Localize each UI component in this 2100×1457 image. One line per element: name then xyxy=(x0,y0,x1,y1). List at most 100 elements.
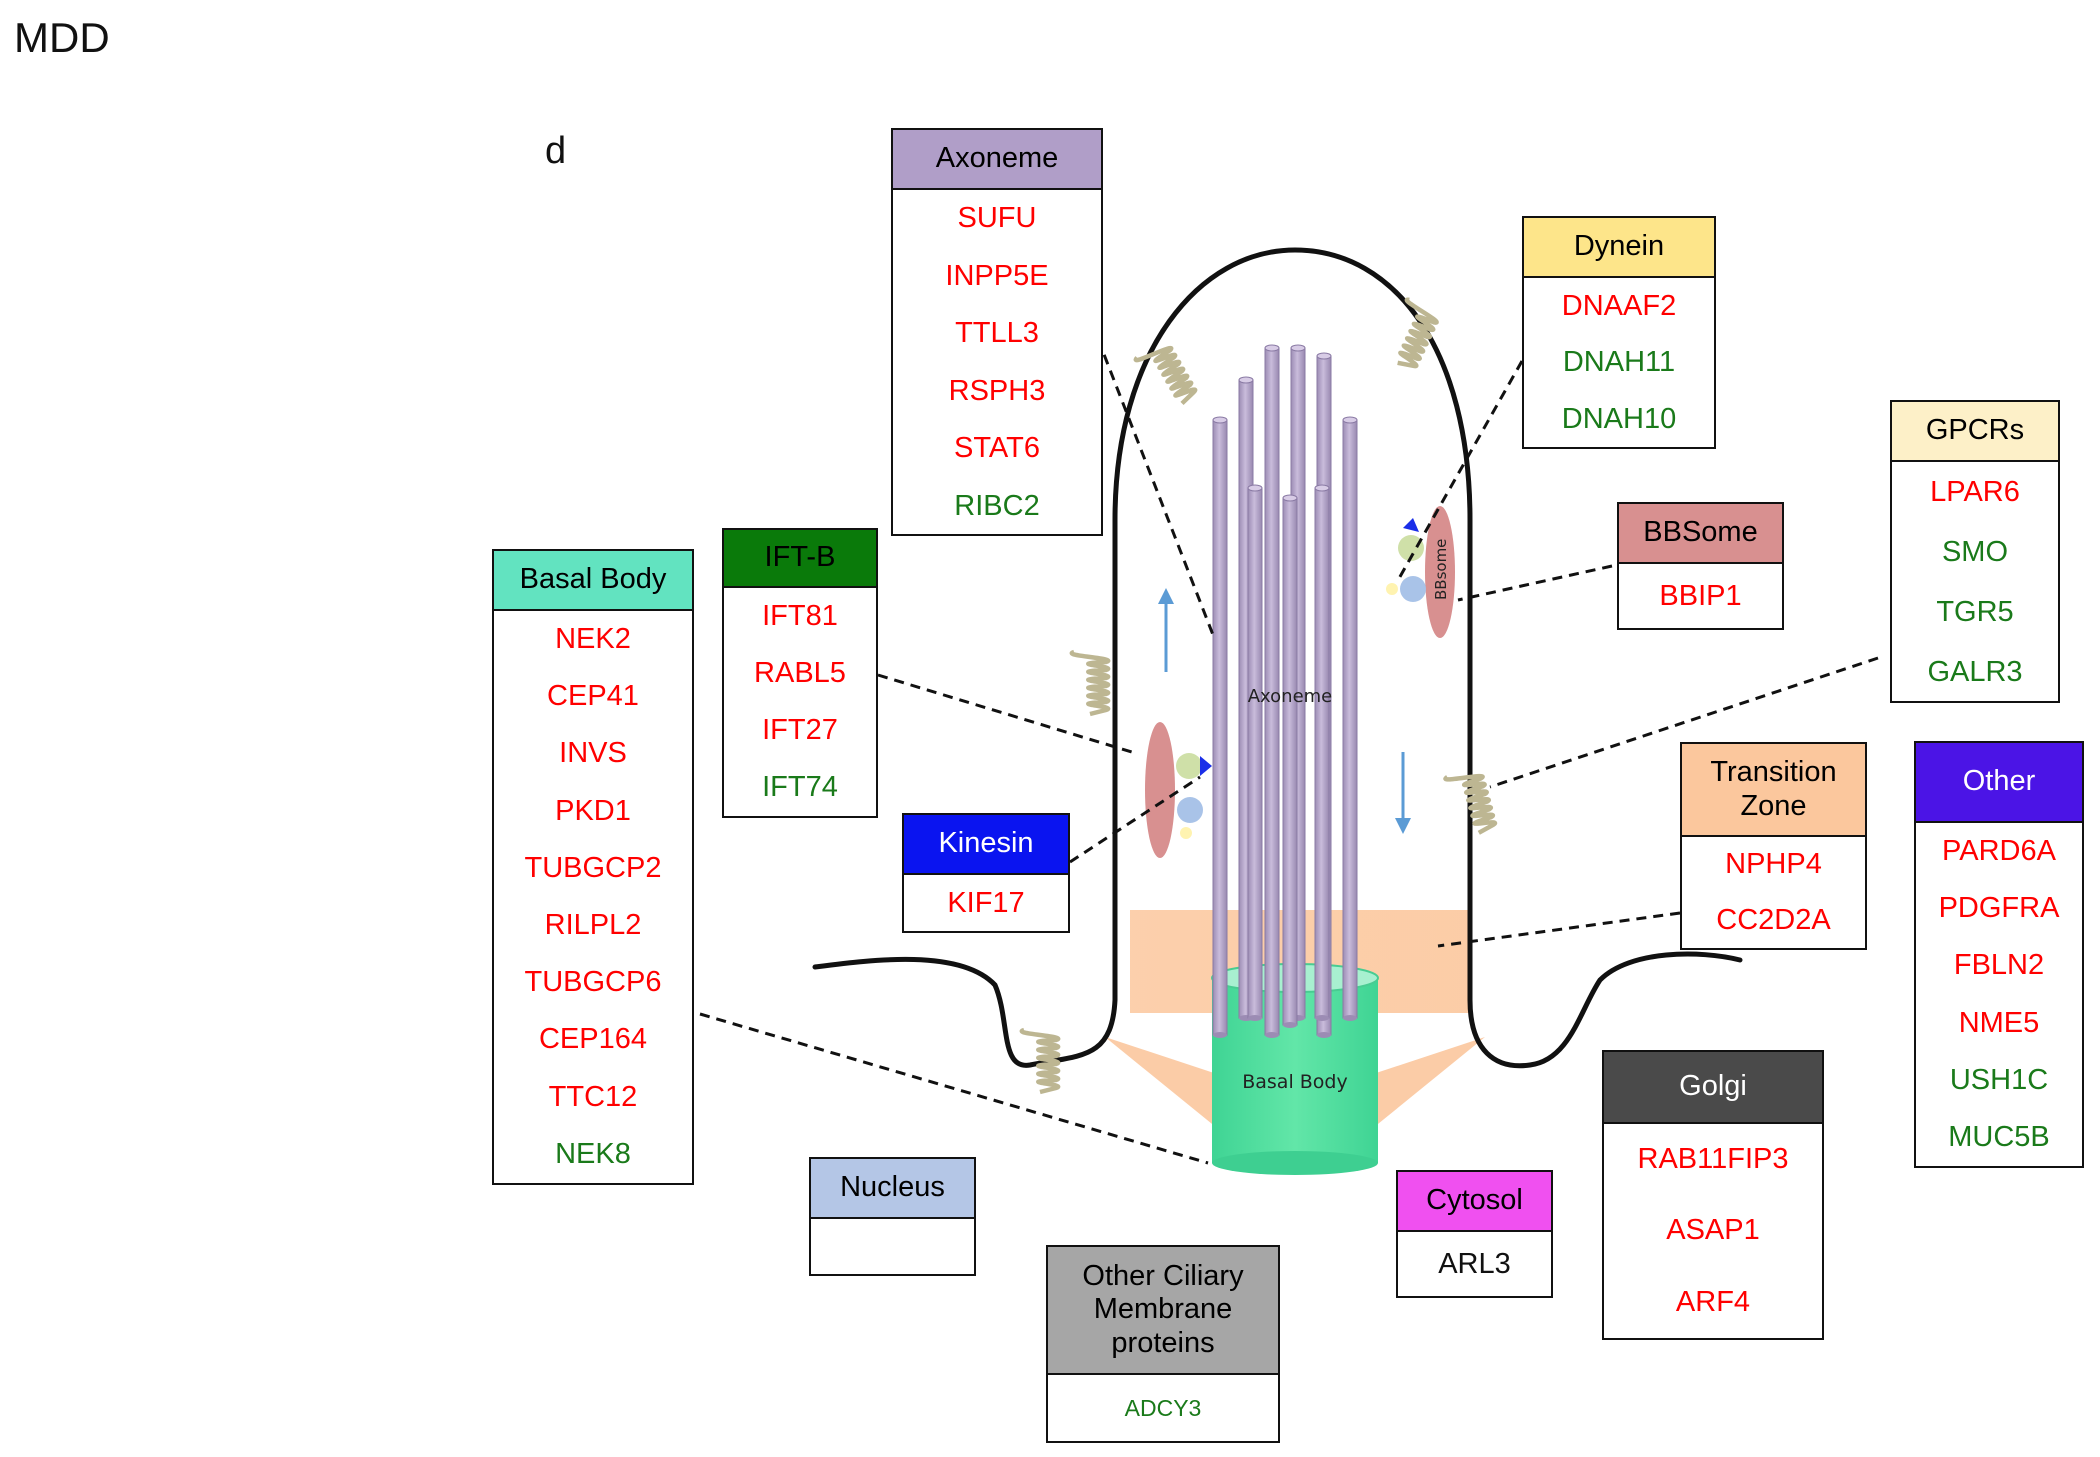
gene-pkd1: PKD1 xyxy=(555,794,631,827)
axoneme-microtubules xyxy=(1212,344,1358,1038)
microtubule-9 xyxy=(1314,484,1330,1021)
gene-dnah11: DNAH11 xyxy=(1562,346,1676,379)
transition-zone-box-title: Transition Zone xyxy=(1710,756,1837,822)
gene-arf4: ARF4 xyxy=(1675,1285,1751,1318)
microtubule-1 xyxy=(1212,416,1228,1038)
gene-ift27: IFT27 xyxy=(762,714,838,746)
gpcrs-box-header: GPCRs xyxy=(1892,402,2058,462)
ift-b-box-title: IFT-B xyxy=(764,541,836,574)
membrane-protein-3 xyxy=(1069,649,1111,717)
membrane-protein-5 xyxy=(1019,1027,1061,1095)
gene-tgr5: TGR5 xyxy=(1936,595,2014,628)
kinesin-box-header: Kinesin xyxy=(904,815,1068,875)
other-membrane-box-title: Other Ciliary Membrane proteins xyxy=(1082,1259,1244,1359)
dynein-box-title: Dynein xyxy=(1573,230,1665,263)
figure-title: MDD xyxy=(14,14,110,61)
membrane-proteins xyxy=(1019,297,1498,1095)
gene-stat6: STAT6 xyxy=(954,432,1040,465)
axoneme-box-title: Axoneme xyxy=(935,142,1059,175)
microtubule-8 xyxy=(1282,494,1298,1028)
other-box-header: Other xyxy=(1916,743,2082,823)
gene-cep164: CEP164 xyxy=(538,1023,647,1056)
bbsome-complex: BBsome xyxy=(1386,506,1455,638)
gene-rab11fip3: RAB11FIP3 xyxy=(1637,1143,1789,1176)
gene-muc5b: MUC5B xyxy=(1948,1120,2050,1153)
gene-sufu: SUFU xyxy=(957,202,1037,235)
basal-body-box-header: Basal Body xyxy=(494,551,692,611)
golgi-box-title: Golgi xyxy=(1679,1070,1747,1103)
bbsome-diagram-label: BBsome xyxy=(1432,539,1450,600)
gene-ush1c: USH1C xyxy=(1949,1063,2049,1096)
leader-kinesin xyxy=(1069,775,1201,864)
microtubule-3 xyxy=(1264,344,1280,1038)
gene-pdgfra: PDGFRA xyxy=(1938,892,2060,925)
gene-rilpl2: RILPL2 xyxy=(544,909,642,942)
gene-cep41: CEP41 xyxy=(547,680,639,713)
gene-kif17: KIF17 xyxy=(947,886,1025,919)
gene-ift81: IFT81 xyxy=(762,600,838,632)
nucleus-gene-list xyxy=(811,1219,974,1274)
transition-zone-box-header: Transition Zone xyxy=(1682,744,1865,837)
bbsome-gene-list: BBIP1 xyxy=(1619,564,1782,628)
cytosol-box-header: Cytosol xyxy=(1398,1172,1551,1232)
gene-ift74: IFT74 xyxy=(762,771,838,803)
nucleus-box: Nucleus xyxy=(809,1157,976,1276)
other-membrane-box-header: Other Ciliary Membrane proteins xyxy=(1048,1247,1278,1375)
anterograde-arrow xyxy=(1158,588,1174,672)
nucleus-box-title: Nucleus xyxy=(840,1171,945,1204)
nucleus-box-header: Nucleus xyxy=(811,1159,974,1219)
gene-ttc12: TTC12 xyxy=(548,1080,638,1113)
leader-axoneme xyxy=(1096,338,1217,641)
gene-arl3: ARL3 xyxy=(1438,1247,1511,1280)
gene-pard6a: PARD6A xyxy=(1942,835,2056,868)
gene-ttll3: TTLL3 xyxy=(955,317,1039,350)
basal-body-box-title: Basal Body xyxy=(519,563,667,596)
golgi-box-header: Golgi xyxy=(1604,1052,1822,1124)
gene-nme5: NME5 xyxy=(1958,1006,2040,1039)
gene-nphp4: NPHP4 xyxy=(1725,848,1822,881)
gene-galr3: GALR3 xyxy=(1927,655,2023,688)
transition-fiber-left xyxy=(1105,1037,1217,1128)
microtubule-6 xyxy=(1342,416,1358,1021)
kinesin-gene-list: KIF17 xyxy=(904,875,1068,931)
gene-tubgcp6: TUBGCP6 xyxy=(524,966,662,999)
other-membrane-box: Other Ciliary Membrane proteins ADCY3 xyxy=(1046,1245,1280,1443)
gene-asap1: ASAP1 xyxy=(1666,1214,1760,1247)
ift-b-box-header: IFT-B xyxy=(724,530,876,588)
gene-lpar6: LPAR6 xyxy=(1930,475,2020,508)
bbsome-box-header: BBSome xyxy=(1619,504,1782,564)
axoneme-box-header: Axoneme xyxy=(893,130,1101,190)
cytosol-box: Cytosol ARL3 xyxy=(1396,1170,1553,1298)
other-box-title: Other xyxy=(1962,765,2036,798)
ift-train xyxy=(1145,722,1212,858)
transition-fiber-right xyxy=(1373,1037,1485,1128)
gene-ribc2: RIBC2 xyxy=(954,489,1040,522)
cytosol-gene-list: ARL3 xyxy=(1398,1232,1551,1296)
gene-fbln2: FBLN2 xyxy=(1953,949,2045,982)
gene-tubgcp2: TUBGCP2 xyxy=(524,851,662,884)
gene-rabl5: RABL5 xyxy=(754,657,846,689)
microtubule-7 xyxy=(1247,484,1263,1021)
gene-cc2d2a: CC2D2A xyxy=(1716,903,1831,936)
gene-smo: SMO xyxy=(1941,535,2009,568)
kinesin-box: Kinesin KIF17 xyxy=(902,813,1070,933)
membrane-protein-4 xyxy=(1443,773,1498,835)
leader-gpcrs xyxy=(1489,656,1879,789)
axoneme-diagram-label: Axoneme xyxy=(1248,686,1333,707)
leader-basal-body xyxy=(699,1012,1209,1165)
gene-adcy3: ADCY3 xyxy=(1124,1394,1202,1421)
